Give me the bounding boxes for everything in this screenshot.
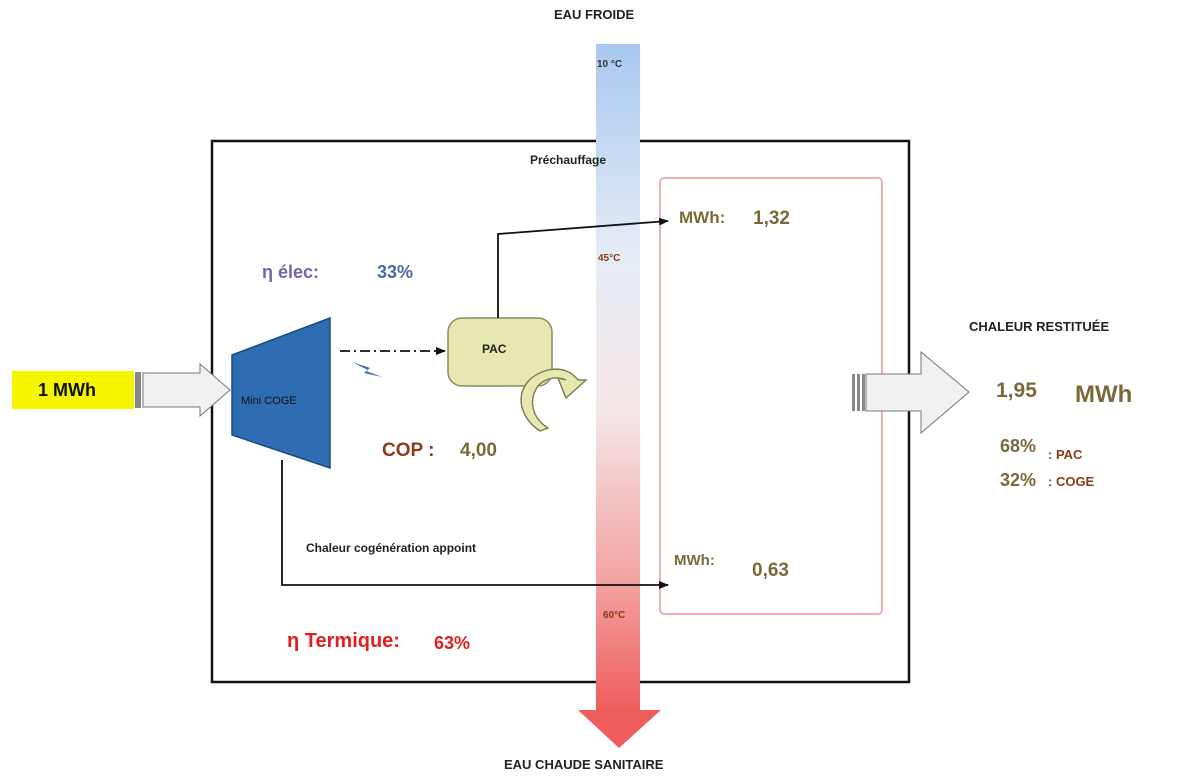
pac-heat-line (497, 217, 669, 318)
output-arrow (852, 350, 970, 435)
cop-label: COP : (382, 440, 435, 461)
pac-unit (447, 317, 553, 387)
pac-share-value: 68% (1000, 436, 1037, 456)
cogeneration-heat-line (281, 460, 669, 589)
pac-label: PAC (482, 342, 507, 356)
elec-efficiency-label: η élec: (262, 262, 320, 282)
pac-share-label: : PAC (1048, 447, 1083, 462)
coge-mwh-label: MWh: (674, 552, 715, 569)
input-energy-label: 1 MWh (38, 380, 96, 400)
heat-returned-label: CHALEUR RESTITUÉE (969, 319, 1110, 334)
cogeneration-heat-label: Chaleur cogénération appoint (306, 541, 477, 555)
pac-cycle-arrow (520, 368, 588, 432)
thermal-efficiency-label: η Termique: (287, 630, 400, 652)
pac-mwh-label: MWh: (679, 208, 726, 227)
hot-water-label: EAU CHAUDE SANITAIRE (504, 757, 664, 772)
thermal-efficiency-value: 63% (434, 633, 471, 653)
heat-exchanger-box (659, 177, 883, 615)
preheating-label: Préchauffage (530, 153, 607, 167)
pac-mwh-value: 1,32 (753, 208, 790, 229)
lightning-icon (352, 362, 382, 377)
elec-efficiency-value: 33% (377, 262, 414, 282)
input-arrow-stripes (135, 372, 141, 408)
input-arrow (142, 362, 231, 418)
coge-share-value: 32% (1000, 470, 1037, 490)
water-flow-arrow (578, 44, 661, 748)
cold-water-label: EAU FROIDE (554, 7, 635, 22)
total-heat-value: 1,95 (996, 379, 1037, 402)
total-heat-unit: MWh (1075, 381, 1133, 408)
temp-mid-label: 45°C (598, 253, 621, 264)
coge-mwh-value: 0,63 (752, 560, 789, 581)
temp-out-label: 60°C (603, 610, 626, 621)
temp-in-label: 10 °C (597, 59, 623, 70)
input-energy-box (12, 371, 134, 409)
coge-share-label: : COGE (1048, 474, 1095, 489)
cop-value: 4,00 (460, 440, 497, 461)
mini-coge-label: Mini COGE (241, 395, 297, 407)
mini-coge-unit (231, 316, 331, 470)
